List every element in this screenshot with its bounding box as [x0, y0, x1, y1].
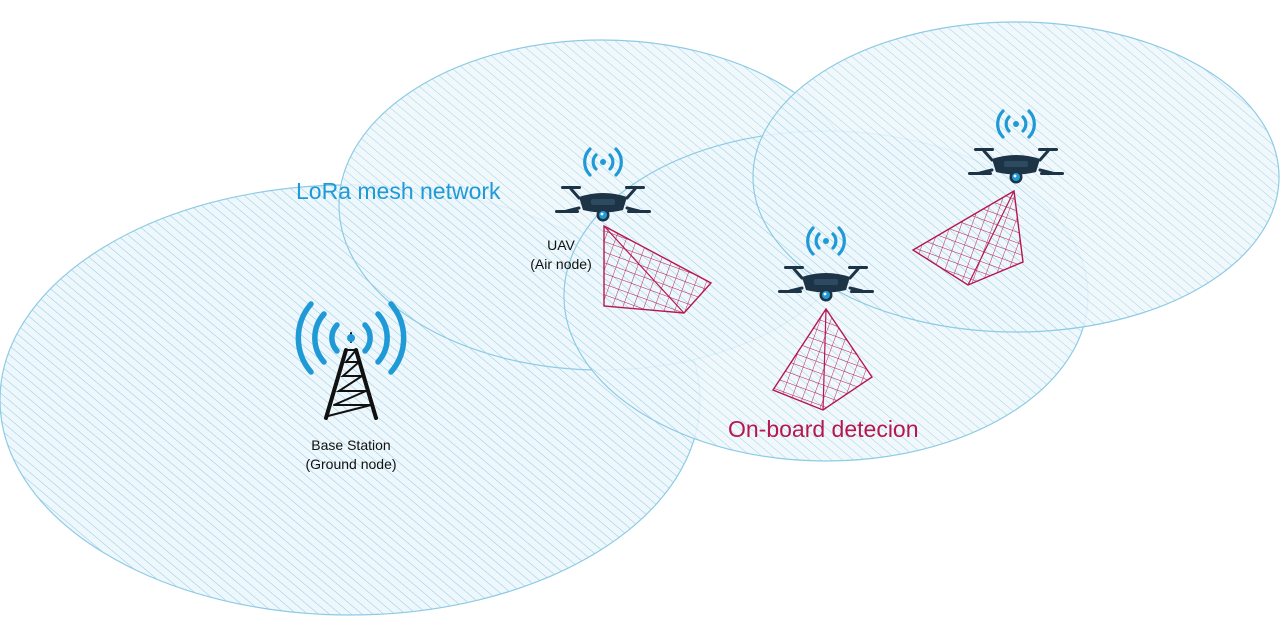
uav-label: UAV (Air node): [511, 236, 611, 274]
detection-cone-uav-3: [911, 189, 1024, 286]
base-station-label: Base Station (Ground node): [289, 436, 413, 474]
base-station-label-line2: (Ground node): [305, 456, 397, 472]
detection-cone-uav-1: [603, 224, 713, 314]
coverage-areas: [0, 21, 1280, 616]
detection-cone-uav-2: [771, 307, 873, 411]
base-station-label-line1: Base Station: [311, 437, 391, 453]
radio-tower-icon: [324, 332, 378, 420]
detection-label: On-board detecion: [728, 416, 919, 442]
wifi-signal-icon-base-station: [295, 301, 407, 375]
network-label: LoRa mesh network: [296, 178, 501, 204]
uav-label-line2: (Air node): [530, 256, 592, 272]
uav-label-line1: UAV: [547, 237, 575, 253]
